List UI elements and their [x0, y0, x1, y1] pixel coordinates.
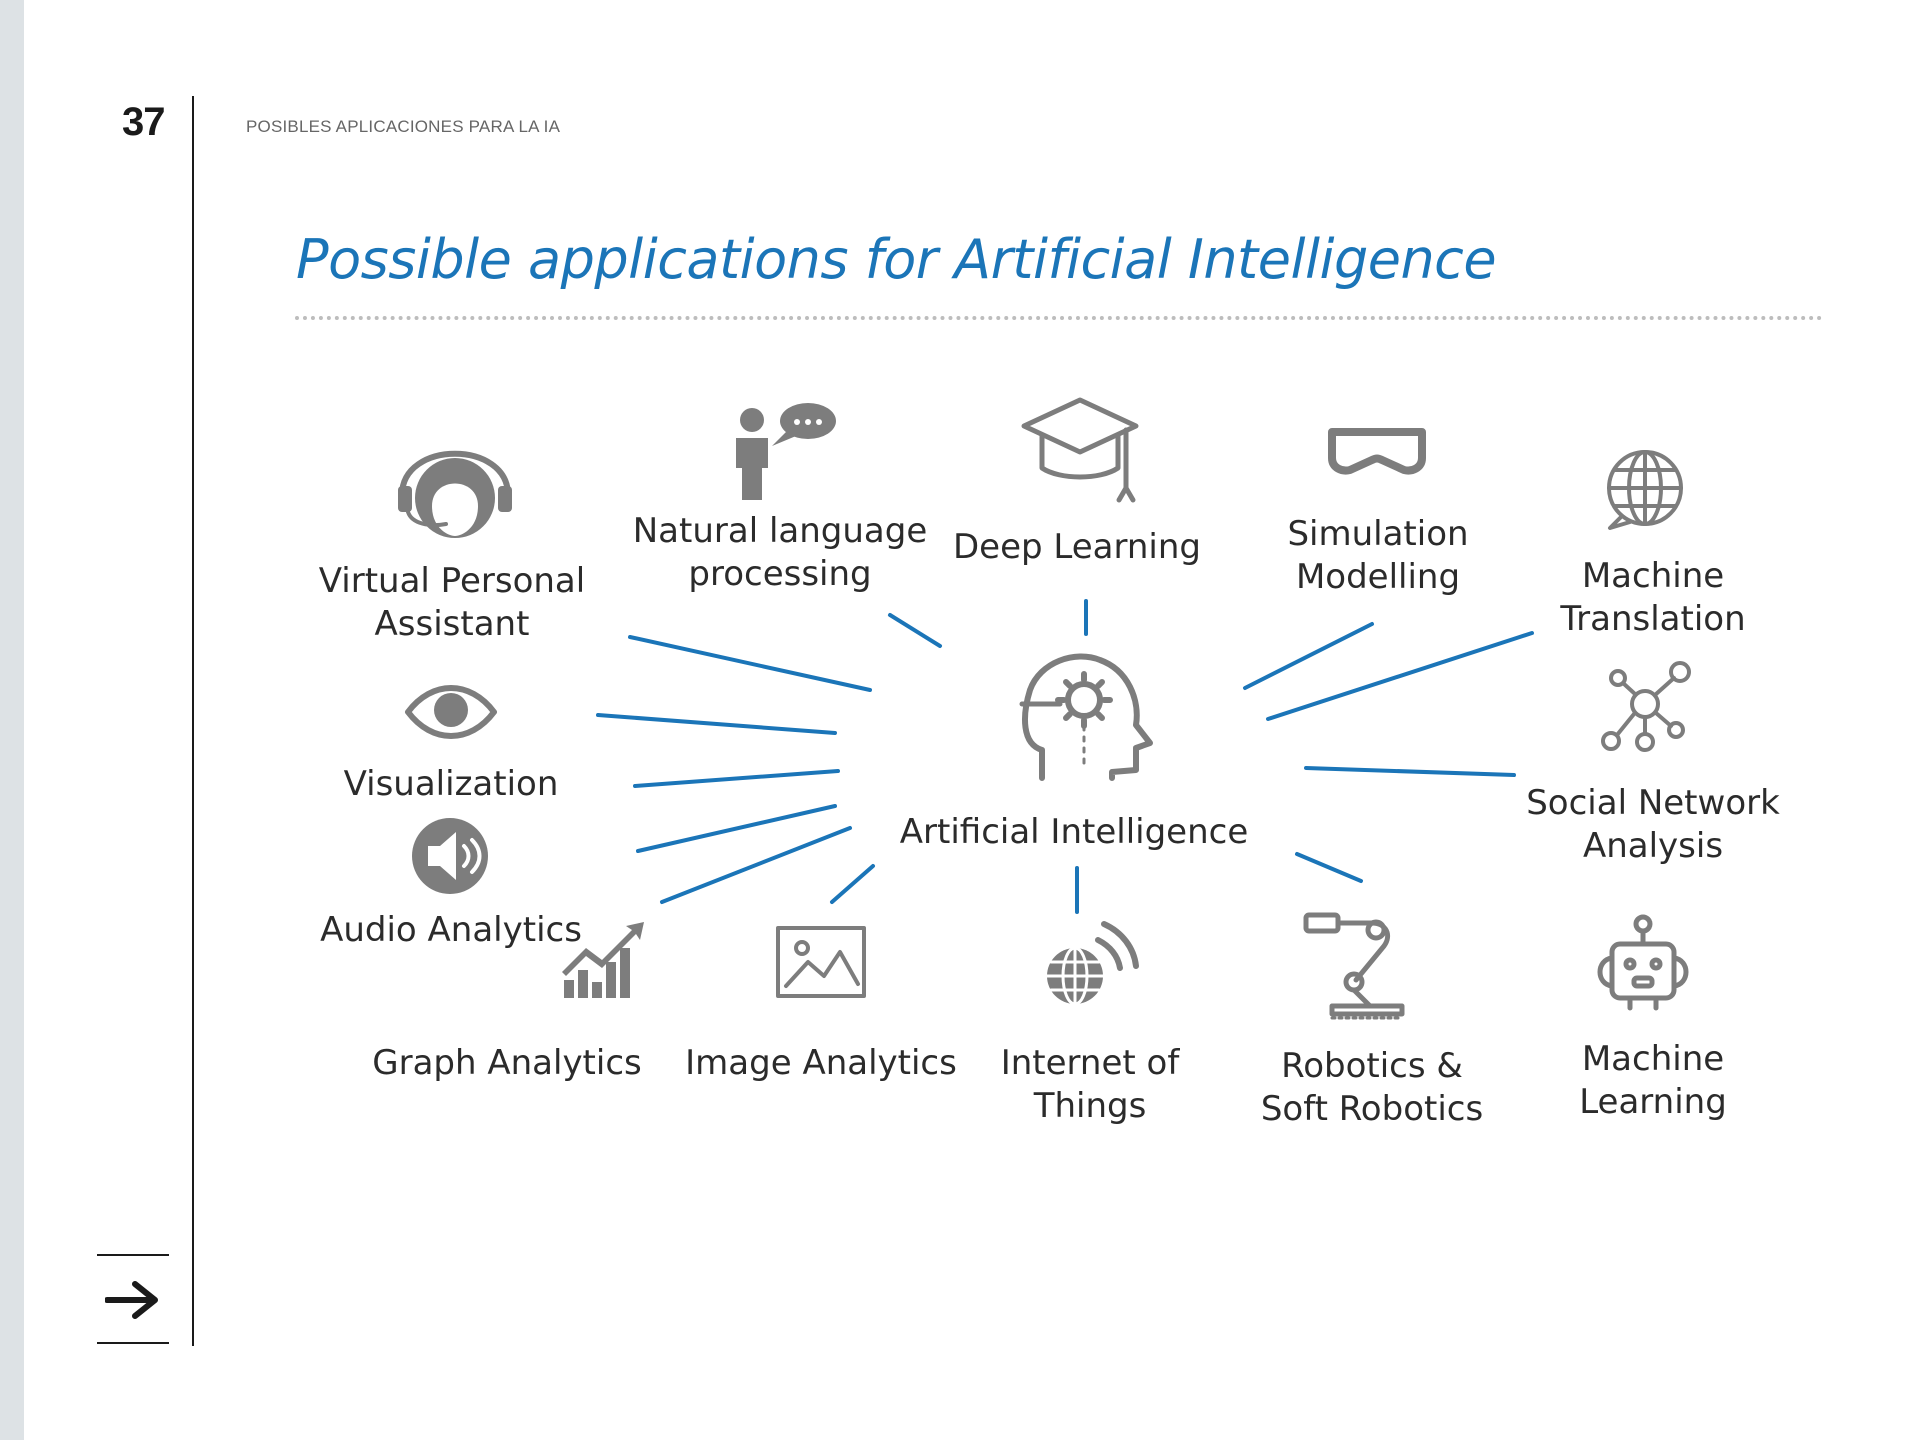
node-label-graph-analytics: Graph Analytics: [372, 1043, 642, 1083]
bar-chart-trend-icon: [562, 922, 644, 998]
section-header: POSIBLES APLICACIONES PARA LA IA: [246, 117, 561, 136]
globe-speech-icon: [1607, 450, 1683, 530]
connector-lines: [596, 599, 1534, 914]
connector-line: [596, 713, 837, 735]
speaker-icon: [412, 818, 488, 894]
title-dotted-rule: [295, 316, 1823, 320]
robot-arm-icon: [1303, 912, 1405, 1020]
headset-person-icon: [398, 450, 512, 538]
next-bottom-rule: [97, 1342, 169, 1344]
left-edge-strip: [0, 0, 24, 1440]
node-label-internet-of-things: Internet of Things: [1000, 1043, 1180, 1126]
connector-line: [1266, 631, 1534, 721]
page-number: 37: [122, 100, 165, 144]
node-label-visualization: Visualization: [343, 764, 559, 804]
person-speech-icon: [736, 403, 836, 500]
head-gear-icon: [1019, 653, 1153, 781]
network-nodes-icon: [1601, 661, 1691, 752]
node-label-natural-language-processing: Natural language processing: [632, 511, 928, 594]
slide-title: Possible applications for Artificial Int…: [296, 228, 1497, 291]
eye-icon: [405, 685, 497, 739]
connector-line: [628, 635, 872, 692]
arrow-right-icon: [105, 1281, 158, 1319]
graduation-cap-icon: [1021, 397, 1139, 503]
center-label-artificial-intelligence: Artificial Intelligence: [899, 812, 1249, 852]
connector-line: [633, 769, 840, 788]
globe-wifi-icon: [1045, 921, 1139, 1006]
connector-line: [636, 804, 837, 853]
next-top-rule: [97, 1254, 169, 1256]
connector-line: [888, 613, 942, 648]
node-label-social-network-analysis: Social Network Analysis: [1526, 783, 1780, 866]
node-label-simulation-modelling: Simulation Modelling: [1287, 514, 1469, 597]
node-label-virtual-personal-assistant: Virtual Personal Assistant: [318, 561, 586, 644]
next-page-button[interactable]: [97, 1254, 169, 1344]
node-label-deep-learning: Deep Learning: [952, 527, 1202, 567]
connector-line: [830, 864, 875, 904]
vr-goggles-icon: [1328, 428, 1426, 475]
connector-line: [660, 826, 852, 904]
vertical-divider: [192, 96, 194, 1346]
node-label-robotics-soft-robotics: Robotics & Soft Robotics: [1260, 1046, 1484, 1129]
node-label-audio-analytics: Audio Analytics: [320, 910, 582, 950]
connector-line: [1304, 766, 1516, 777]
node-label-machine-learning: Machine Learning: [1579, 1039, 1727, 1122]
node-label-image-analytics: Image Analytics: [685, 1043, 957, 1083]
robot-head-icon: [1597, 914, 1689, 1011]
node-label-machine-translation: Machine Translation: [1560, 556, 1746, 639]
connector-line: [1243, 622, 1374, 690]
connector-line: [1295, 852, 1363, 883]
image-icon: [776, 926, 866, 998]
